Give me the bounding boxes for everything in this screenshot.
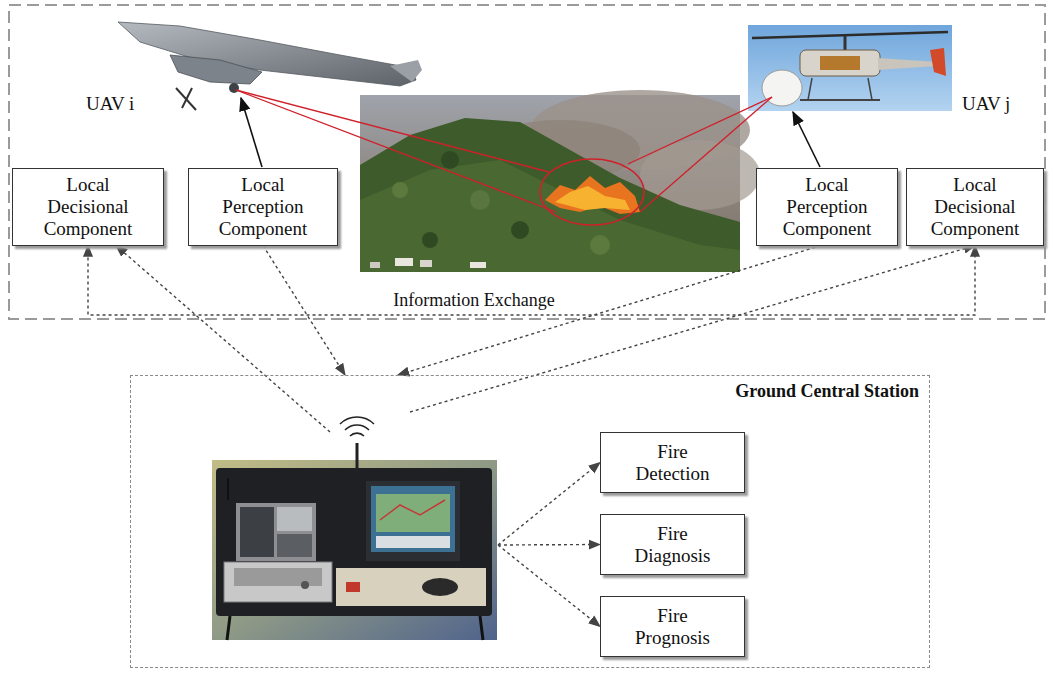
- sensing-arrow: [241, 98, 262, 167]
- box-label: Fire Detection: [623, 441, 723, 485]
- station-region: Ground Central StationFire DetectionFire…: [130, 375, 930, 668]
- ground-station-photo: [212, 417, 497, 640]
- dotted-connector: [116, 246, 330, 432]
- uav-label: UAV i: [86, 93, 134, 115]
- box-label: Fire Diagnosis: [623, 523, 723, 567]
- process-box: Local Decisional Component: [12, 168, 164, 246]
- process-box: Local Decisional Component: [906, 168, 1044, 246]
- dotted-connector: [498, 544, 600, 546]
- process-box: Fire Detection: [600, 432, 745, 493]
- region-title: Ground Central Station: [735, 381, 919, 402]
- dotted-connector: [498, 463, 600, 546]
- dotted-connector: [498, 545, 600, 627]
- sensing-arrow: [793, 112, 820, 167]
- box-label: Fire Prognosis: [623, 605, 723, 649]
- process-box: Fire Diagnosis: [600, 514, 745, 575]
- uav-region: [9, 5, 1045, 319]
- box-label: Local Perception Component: [207, 174, 319, 240]
- box-label: Local Decisional Component: [919, 174, 1031, 240]
- process-box: Local Perception Component: [756, 168, 898, 246]
- wildfire-photo: [360, 90, 760, 272]
- box-label: Local Decisional Component: [32, 174, 144, 240]
- helicopter-uav-photo: [748, 25, 952, 111]
- dotted-connector: [263, 246, 345, 375]
- edge-label: Information Exchange: [391, 290, 556, 311]
- dotted-connector: [88, 246, 975, 315]
- process-box: Fire Prognosis: [600, 596, 745, 657]
- dotted-connector: [410, 246, 975, 412]
- box-label: Local Perception Component: [771, 174, 883, 240]
- process-box: Local Perception Component: [188, 168, 338, 246]
- fixed-wing-uav: [118, 22, 422, 110]
- uav-label: UAV j: [962, 93, 1010, 115]
